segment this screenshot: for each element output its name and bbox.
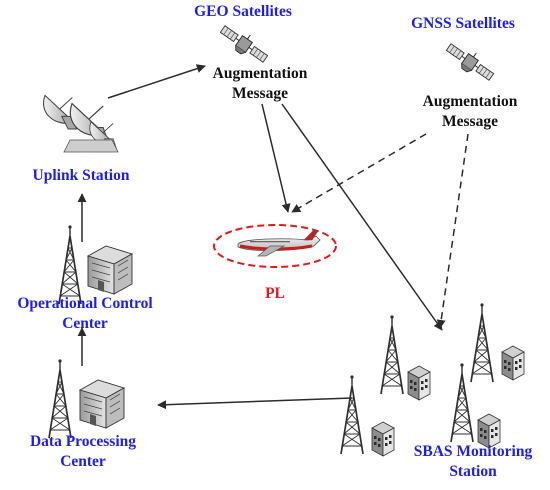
protection-level-ellipse [213, 224, 337, 268]
aircraft-icon [237, 229, 321, 257]
sbas-building-icon-1 [407, 365, 431, 401]
geo-satellite-icon [216, 19, 273, 68]
uplink-station-dish-icon [43, 94, 119, 153]
sbas-building-icon-3 [371, 421, 395, 457]
geo-augmentation-message-line1: Augmentation [212, 65, 308, 82]
dpc-building-icon [79, 379, 125, 429]
sbas-tower-icon-1 [380, 314, 404, 395]
arrow-geo-to-sbas [281, 103, 443, 331]
gnss-augmentation-message-line1: Augmentation [422, 93, 518, 110]
uplink-station-label: Uplink Station [32, 167, 130, 184]
sbas-building-icon-2 [501, 345, 525, 381]
sbas-label-line1: SBAS Monitoring [413, 443, 533, 460]
geo-satellites-label: GEO Satellites [194, 3, 292, 20]
dpc-antenna-tower-icon [48, 358, 72, 439]
sbas-label-line2: Station [449, 463, 497, 480]
arrow-uplink-to-geo [107, 64, 206, 99]
gnss-satellites-label: GNSS Satellites [411, 15, 515, 32]
pl-label: PL [265, 285, 285, 302]
arrow-sbas-to-dpc [157, 397, 353, 410]
geo-augmentation-message-line2: Message [232, 85, 288, 102]
occ-label-line1: Operational Control [17, 295, 153, 312]
sbas-tower-icon-2 [470, 302, 494, 383]
dpc-label-line2: Center [60, 453, 106, 470]
sbas-tower-icon-4 [450, 362, 474, 443]
occ-label-line2: Center [62, 315, 108, 332]
sbas-tower-icon-3 [340, 374, 364, 455]
gnss-augmentation-message-line2: Message [442, 113, 498, 130]
arrow-geo-to-aircraft [261, 103, 291, 213]
arrow-gnss-to-sbas [436, 133, 469, 329]
arrow-gnss-to-aircraft [291, 133, 427, 213]
occ-building-icon [87, 245, 133, 295]
occ-antenna-tower-icon [58, 224, 82, 305]
dpc-label-line1: Data Processing [29, 433, 137, 450]
gnss-satellite-icon [442, 37, 499, 86]
